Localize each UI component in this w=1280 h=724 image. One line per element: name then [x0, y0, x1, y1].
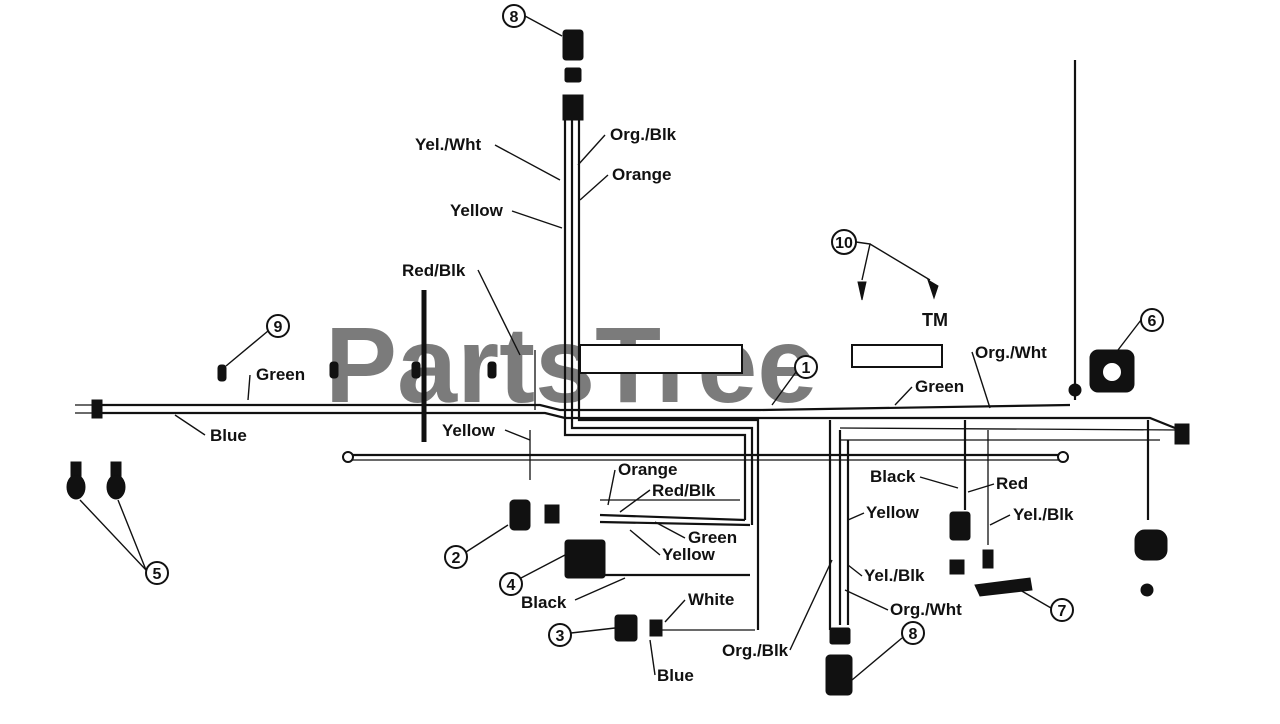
switch-plate-7	[974, 577, 1033, 597]
label-org-blk-top: Org./Blk	[610, 125, 677, 144]
callout-1: 1	[771, 355, 818, 406]
label-org-blk-low: Org./Blk	[722, 641, 789, 660]
bottom-switch	[825, 654, 853, 696]
callout-8-top: 8	[502, 4, 563, 37]
coil-6-terminal	[1068, 383, 1082, 397]
callout-3: 3	[548, 623, 616, 647]
label-yellow-mid: Yellow	[442, 421, 496, 440]
label-green-mid: Green	[688, 528, 737, 547]
label-yellow-right: Yellow	[866, 503, 920, 522]
callout-7: 7	[1019, 589, 1074, 622]
label-yel-blk-right: Yel./Blk	[1013, 505, 1074, 524]
svg-text:2: 2	[452, 550, 461, 567]
svg-text:10: 10	[835, 235, 853, 252]
fastener-9a	[217, 364, 227, 382]
svg-text:8: 8	[510, 9, 519, 26]
right-end-connector	[1174, 423, 1190, 445]
label-yellow-top: Yellow	[450, 201, 504, 220]
fastener-9d	[487, 361, 497, 379]
watermark-tm: TM	[922, 310, 948, 330]
callout-5: 5	[79, 499, 169, 585]
top-switch	[562, 29, 584, 61]
top-connector	[564, 67, 582, 83]
switch-2	[509, 499, 531, 531]
label-org-wht-right: Org./Wht	[975, 343, 1047, 362]
svg-text:3: 3	[556, 628, 565, 645]
label-orange-top: Orange	[612, 165, 672, 184]
svg-text:9: 9	[274, 319, 283, 336]
callout-6: 6	[1117, 308, 1164, 351]
bottom-plug	[829, 627, 851, 645]
label-green-left: Green	[256, 365, 305, 384]
parts	[66, 29, 1190, 696]
svg-text:4: 4	[507, 577, 516, 594]
callout-10: 10	[831, 229, 931, 281]
eyelet-right	[1057, 451, 1069, 463]
leader-lines	[174, 134, 1011, 676]
callout-2: 2	[444, 524, 509, 569]
left-end-connector	[91, 399, 103, 419]
label-white-low: White	[688, 590, 734, 609]
bulb-left	[66, 461, 86, 500]
callout-8-bottom: 8	[851, 621, 925, 681]
label-blue-low: Blue	[657, 666, 694, 685]
bracket-right	[851, 344, 943, 368]
label-org-wht-low: Org./Wht	[890, 600, 962, 619]
top-plug	[562, 94, 584, 121]
label-blue-left: Blue	[210, 426, 247, 445]
main-harness	[75, 60, 1181, 631]
red-terminal	[982, 549, 994, 569]
fastener-9c	[411, 361, 421, 379]
svg-text:1: 1	[802, 360, 811, 377]
label-black-low: Black	[521, 593, 567, 612]
svg-text:7: 7	[1058, 603, 1067, 620]
screw-10b	[927, 278, 939, 300]
coil-6-core	[1101, 361, 1123, 383]
svg-text:6: 6	[1148, 313, 1157, 330]
module-4	[564, 539, 606, 579]
label-yel-wht-top: Yel./Wht	[415, 135, 481, 154]
label-green-right: Green	[915, 377, 964, 396]
label-black-right: Black	[870, 467, 916, 486]
label-yellow-low: Yellow	[662, 545, 716, 564]
solenoid-terminal	[1140, 583, 1154, 597]
label-yel-blk-low: Yel./Blk	[864, 566, 925, 585]
switch-3	[614, 614, 638, 642]
svg-text:5: 5	[153, 566, 162, 583]
fastener-9b	[329, 361, 339, 379]
screw-10a	[857, 281, 867, 301]
label-red-blk-left: Red/Blk	[402, 261, 466, 280]
wire-labels: Yel./Wht Org./Blk Orange Yellow Red/Blk …	[210, 125, 1074, 685]
switch-2-plug	[544, 504, 560, 524]
eyelet-left	[342, 451, 354, 463]
label-red-right: Red	[996, 474, 1028, 493]
callout-9: 9	[225, 314, 290, 367]
bulb-right	[106, 461, 126, 500]
label-orange-mid: Orange	[618, 460, 678, 479]
label-red-blk-mid: Red/Blk	[652, 481, 716, 500]
svg-text:8: 8	[909, 626, 918, 643]
switch-3-plug	[649, 619, 663, 637]
callout-4: 4	[499, 554, 566, 596]
black-plug-end	[949, 559, 965, 575]
solenoid-connector	[1134, 529, 1168, 561]
bracket-left	[579, 344, 743, 374]
black-plug	[949, 511, 971, 541]
